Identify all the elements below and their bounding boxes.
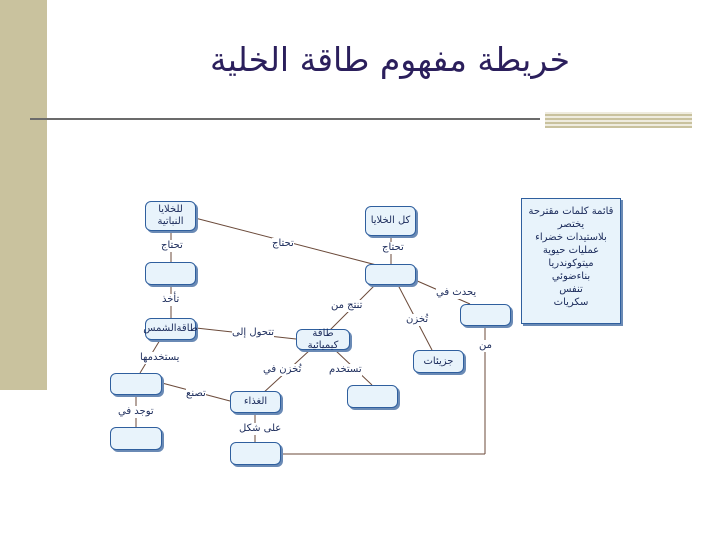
edge-label-makes: تصنع bbox=[186, 388, 206, 400]
edge-label-produced-from: تنتج من bbox=[331, 300, 363, 312]
word-bank: قائمة كلمات مقترحة يختصر بلاستيدات خضراء… bbox=[521, 198, 621, 324]
edge-label-uses-it: يستخدمها bbox=[140, 352, 180, 364]
edge-label-takes: تأخذ bbox=[162, 294, 180, 306]
concept-node-empty-left2[interactable] bbox=[110, 373, 162, 395]
edge-label-occurs-in: يحدث في bbox=[436, 287, 477, 299]
concept-node-food: الغذاء bbox=[230, 391, 281, 413]
edge-label-from: من bbox=[479, 340, 492, 352]
word-bank-word: سكريات bbox=[553, 297, 589, 308]
edge-label-found-in: توجد في bbox=[118, 406, 154, 418]
word-bank-title: قائمة كلمات مقترحة bbox=[528, 206, 614, 217]
concept-node-all-cells: كل الخلايا bbox=[365, 206, 416, 236]
concept-node-empty-left3[interactable] bbox=[110, 427, 162, 450]
word-bank-word: عمليات حيوية bbox=[542, 245, 600, 256]
edge-label-stored-in: تُخزن في bbox=[263, 364, 302, 376]
title-divider-block bbox=[545, 112, 692, 128]
word-bank-word: ميتوكوندريا bbox=[548, 258, 594, 269]
word-bank-word: بلاستيدات خضراء bbox=[535, 232, 607, 243]
concept-node-chemical-energy: طاقة كيميائية bbox=[296, 328, 350, 351]
concept-node-plant-cells: للخلايا النباتية bbox=[145, 201, 196, 231]
concept-node-molecules: جزيئات bbox=[413, 350, 464, 373]
edge-label-needs-all: تحتاج bbox=[382, 242, 404, 254]
edge-label-needs-plant: تحتاج bbox=[161, 240, 183, 252]
concept-node-energy-hub[interactable] bbox=[365, 264, 416, 285]
edge-label-as-form: على شكل bbox=[239, 423, 282, 435]
title-divider bbox=[30, 118, 540, 120]
concept-node-photosynthesis: طاقةالشمس bbox=[143, 318, 198, 340]
decorative-side-bar bbox=[0, 0, 47, 390]
edge-label-converts-to: تتحول إلى bbox=[232, 327, 275, 339]
edge-label-stored: تُخزن bbox=[406, 314, 429, 326]
concept-node-empty-chem[interactable] bbox=[347, 385, 398, 408]
concept-node-empty-bottom[interactable] bbox=[230, 442, 281, 465]
concept-node-empty-right[interactable] bbox=[460, 304, 511, 326]
word-bank-word: بناءضوئي bbox=[551, 271, 591, 282]
concept-node-empty-1[interactable] bbox=[145, 262, 196, 285]
page-title: خريطة مفهوم طاقة الخلية bbox=[210, 40, 570, 79]
edge-label-needs-top: تحتاج bbox=[272, 238, 294, 250]
word-bank-word: تنفس bbox=[559, 284, 583, 295]
edge-label-used-in: تستخدم bbox=[329, 364, 362, 376]
word-bank-word: يختصر bbox=[557, 219, 585, 230]
